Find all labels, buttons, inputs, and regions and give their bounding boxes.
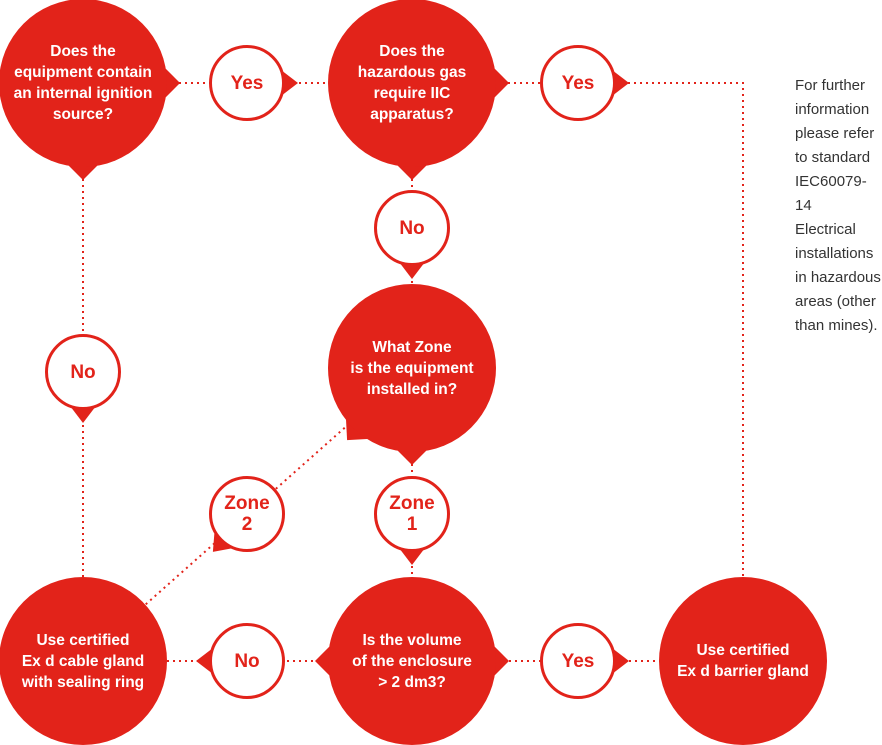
question-internal-ignition: Does the equipment contain an internal ign… bbox=[0, 0, 167, 167]
label-line: of the enclosure bbox=[352, 652, 472, 670]
label-line: Is the volume bbox=[362, 631, 462, 649]
question-enclosure-volume: Is the volume of the enclosure > 2 dm3? bbox=[328, 577, 496, 745]
label-line: What Zone bbox=[372, 338, 452, 356]
standard-reference-note: For further information please refer to sta… bbox=[795, 74, 882, 338]
label-line: Does the bbox=[379, 43, 445, 60]
label-line: No bbox=[234, 650, 260, 672]
answer-yes-iic: Yes bbox=[540, 45, 616, 121]
label-line: No bbox=[399, 217, 425, 239]
label-line: Zone bbox=[389, 493, 435, 514]
label-line: please refer bbox=[795, 125, 875, 142]
label-line: areas (other bbox=[795, 293, 876, 310]
label-line: require IIC bbox=[373, 85, 451, 102]
label-line: Electrical bbox=[795, 221, 856, 238]
label-line: to standard bbox=[795, 149, 871, 166]
label-line: is the equipment bbox=[350, 359, 474, 377]
answer-no-volume: No bbox=[209, 623, 285, 699]
label-line: hazardous gas bbox=[357, 64, 467, 81]
label-line: installed in? bbox=[366, 380, 458, 398]
question-iic-apparatus: Does the hazardous gas require IIC apparatu… bbox=[328, 0, 496, 167]
label-line: in hazardous bbox=[795, 269, 881, 286]
label-line: source? bbox=[52, 106, 114, 123]
label-line: IEC60079-14 bbox=[795, 173, 867, 214]
label-line: Use certified bbox=[696, 642, 790, 659]
question-zone: What Zone is the equipment installed in? bbox=[328, 284, 496, 452]
label-line: Ex d barrier gland bbox=[677, 663, 809, 680]
label-line: Use certified bbox=[36, 631, 130, 649]
label-line: 1 bbox=[406, 514, 418, 535]
label-line: For further bbox=[795, 77, 866, 94]
connector-gas-to-barrier bbox=[412, 82, 744, 580]
label-line: equipment contain bbox=[14, 64, 152, 81]
label-line: information bbox=[795, 101, 870, 118]
result-cable-gland: Use certified Ex d cable gland with sealin… bbox=[0, 577, 167, 745]
label-line: No bbox=[70, 361, 96, 383]
label-line: Yes bbox=[230, 72, 264, 94]
answer-no-iic: No bbox=[374, 190, 450, 266]
label-line: Yes bbox=[561, 72, 595, 94]
label-line: installations bbox=[795, 245, 874, 262]
label-line: Yes bbox=[561, 650, 595, 672]
label-line: an internal ignition bbox=[13, 85, 153, 102]
label-line: than mines). bbox=[795, 317, 878, 334]
label-line: Ex d cable gland bbox=[21, 652, 145, 670]
label-line: Zone bbox=[224, 493, 270, 514]
answer-no-ignition: No bbox=[45, 334, 121, 410]
answer-yes-volume: Yes bbox=[540, 623, 616, 699]
result-barrier-gland: Use certified Ex d barrier gland bbox=[659, 577, 827, 745]
label-line: Does the bbox=[50, 43, 116, 60]
label-line: 2 bbox=[241, 514, 253, 535]
answer-yes-ignition: Yes bbox=[209, 45, 285, 121]
label-line: apparatus? bbox=[370, 106, 454, 123]
label-line: with sealing ring bbox=[21, 673, 145, 691]
label-line: > 2 dm3? bbox=[378, 673, 446, 691]
